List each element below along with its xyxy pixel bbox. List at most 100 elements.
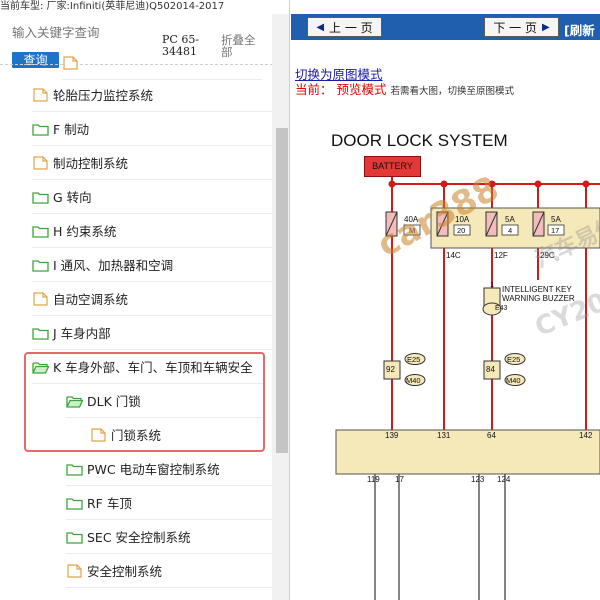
tree-item-label: PWC 电动车窗控制系统 [87, 462, 220, 477]
wiring-diagram: DOOR LOCK SYSTEM BATTERY 40A M 10A 20 5A… [291, 100, 600, 600]
folder-open-icon [32, 361, 49, 374]
fuse-id: 4 [508, 226, 513, 235]
module-pin: 139 [385, 431, 399, 440]
tree-item-label: 自动空调系统 [53, 292, 129, 307]
joint-connector-id: 84 [486, 365, 495, 374]
tree-item-label: DLK 门锁 [87, 394, 141, 409]
document-icon [33, 155, 48, 170]
wiring-diagram-graphics [335, 177, 600, 600]
tree-item-partial[interactable] [62, 46, 262, 80]
mode-note: 若需看大图，切换至原图模式 [390, 86, 515, 97]
tree-item[interactable]: SEC 安全控制系统 [66, 520, 272, 554]
prev-page-button[interactable]: ◀ 上 一 页 [307, 17, 382, 37]
arrow-right-icon: ▶ [541, 21, 550, 33]
folder-open-icon [66, 395, 83, 408]
connector-ellipse [504, 374, 526, 386]
module-pin: 119 [367, 475, 380, 484]
connector-id: M40 [406, 376, 421, 385]
document-icon [33, 87, 48, 102]
junction-dot [488, 180, 496, 188]
control-module [335, 429, 600, 475]
tree-item-label: 门锁系统 [111, 428, 162, 443]
fuse-id: 20 [457, 226, 466, 235]
current-mode-value: 预览模式 [336, 82, 387, 97]
tree-item-label: 安全控制系统 [87, 564, 163, 579]
tree-item-label: J 车身内部 [53, 326, 111, 341]
page-toolbar: ◀ 上 一 页 下 一 页 ▶ [刷新 [291, 14, 600, 40]
current-mode-label: 当前： [295, 82, 333, 97]
junction-dot [388, 180, 396, 188]
folder-icon [66, 497, 83, 510]
tree-item-label: SEC 安全控制系统 [87, 530, 191, 545]
junction-dot [582, 180, 590, 188]
tree-item-label: RF 车顶 [87, 496, 132, 511]
fuse-id-box [453, 224, 471, 236]
connector-ellipse [404, 353, 426, 365]
fuse-id-box [547, 224, 565, 236]
connector-id: E25 [507, 355, 521, 364]
tree-item[interactable]: 自动空调系统 [32, 282, 272, 316]
folder-icon [66, 463, 83, 476]
fuse-amp: 5A [505, 215, 515, 224]
search-button[interactable]: 查询 [12, 52, 59, 68]
module-pin: 123 [471, 475, 485, 484]
tree-item[interactable]: 制动控制系统 [32, 146, 272, 180]
next-page-button[interactable]: 下 一 页 ▶ [484, 17, 559, 37]
next-page-label: 下 一 页 [493, 20, 537, 35]
diagram-title: DOOR LOCK SYSTEM [331, 131, 508, 150]
tree-item[interactable]: K 车身外部、车门、车顶和车辆安全 [32, 350, 264, 384]
tree-item-label: F 制动 [53, 122, 90, 137]
buzzer-label: INTELLIGENT KEY WARNING BUZZER [502, 285, 575, 303]
search-input[interactable] [12, 24, 152, 40]
vehicle-info: 当前车型: 厂家:Infiniti(英菲尼迪)Q502014-2017 [0, 1, 225, 12]
arrow-left-icon: ◀ [316, 21, 325, 33]
module-pin: 142 [579, 431, 593, 440]
prev-page-label: 上 一 页 [329, 20, 373, 35]
collapse-all-button[interactable]: 折叠全部 [221, 33, 256, 59]
module-pin: 131 [437, 431, 451, 440]
tree-item[interactable]: DLK 门锁 [66, 384, 262, 418]
tree-item[interactable]: I 通风、加热器和空调 [32, 248, 272, 282]
module-pin: 64 [487, 431, 496, 440]
joint-connector-id: 92 [386, 365, 395, 374]
fuse-ref: 12F [494, 251, 508, 260]
fuse-id-box [403, 224, 421, 236]
fuse-id: M [409, 226, 416, 235]
document-icon [91, 427, 106, 442]
current-mode-line: 当前： 预览模式 若需看大图，切换至原图模式 [295, 79, 514, 98]
fuse-id-box [501, 224, 519, 236]
folder-icon [32, 123, 49, 136]
fuse-id: 17 [551, 226, 560, 235]
tree-item-label: G 转向 [53, 190, 92, 205]
battery-label: BATTERY [364, 156, 421, 177]
fuse-amp: 40A [404, 215, 419, 224]
tree-item[interactable]: H 约束系统 [32, 214, 272, 248]
fuse-ref: 29C [540, 251, 555, 260]
tree-item[interactable]: J 车身内部 [32, 316, 272, 350]
joint-connector [483, 360, 501, 380]
original-image-mode-link[interactable]: 切换为原图模式 [295, 67, 383, 82]
buzzer-pin: 1 [490, 280, 495, 289]
document-icon [33, 291, 48, 306]
tree-item[interactable]: 轮胎压力监控系统 [32, 78, 272, 112]
tree-item[interactable]: 安全控制系统 [66, 554, 272, 588]
connector-id: E25 [407, 355, 421, 364]
connector-ellipse [404, 374, 426, 386]
tree-item[interactable]: 门锁系统 [90, 418, 262, 452]
tree-item-label: 制动控制系统 [53, 156, 129, 171]
tree-item-label: I 通风、加热器和空调 [53, 258, 174, 273]
divider [0, 64, 278, 65]
left-scrollbar-thumb[interactable] [276, 128, 288, 453]
tree-item-label: K 车身外部、车门、车顶和车辆安全 [53, 360, 253, 375]
refresh-link[interactable]: [刷新 [564, 23, 595, 38]
tree-item-label: 轮胎压力监控系统 [53, 88, 154, 103]
fuse-amp: 10A [455, 215, 470, 224]
module-pin: 124 [497, 475, 511, 484]
navigation-pane: 当前车型: 厂家:Infiniti(英菲尼迪)Q502014-2017 查询 P… [0, 0, 290, 600]
buzzer-connector [482, 302, 502, 316]
tree-item[interactable]: F 制动 [32, 112, 272, 146]
connector-id: M40 [506, 376, 521, 385]
tree-item[interactable]: PWC 电动车窗控制系统 [66, 452, 272, 486]
tree-item[interactable]: RF 车顶 [66, 486, 272, 520]
tree-item[interactable]: G 转向 [32, 180, 272, 214]
